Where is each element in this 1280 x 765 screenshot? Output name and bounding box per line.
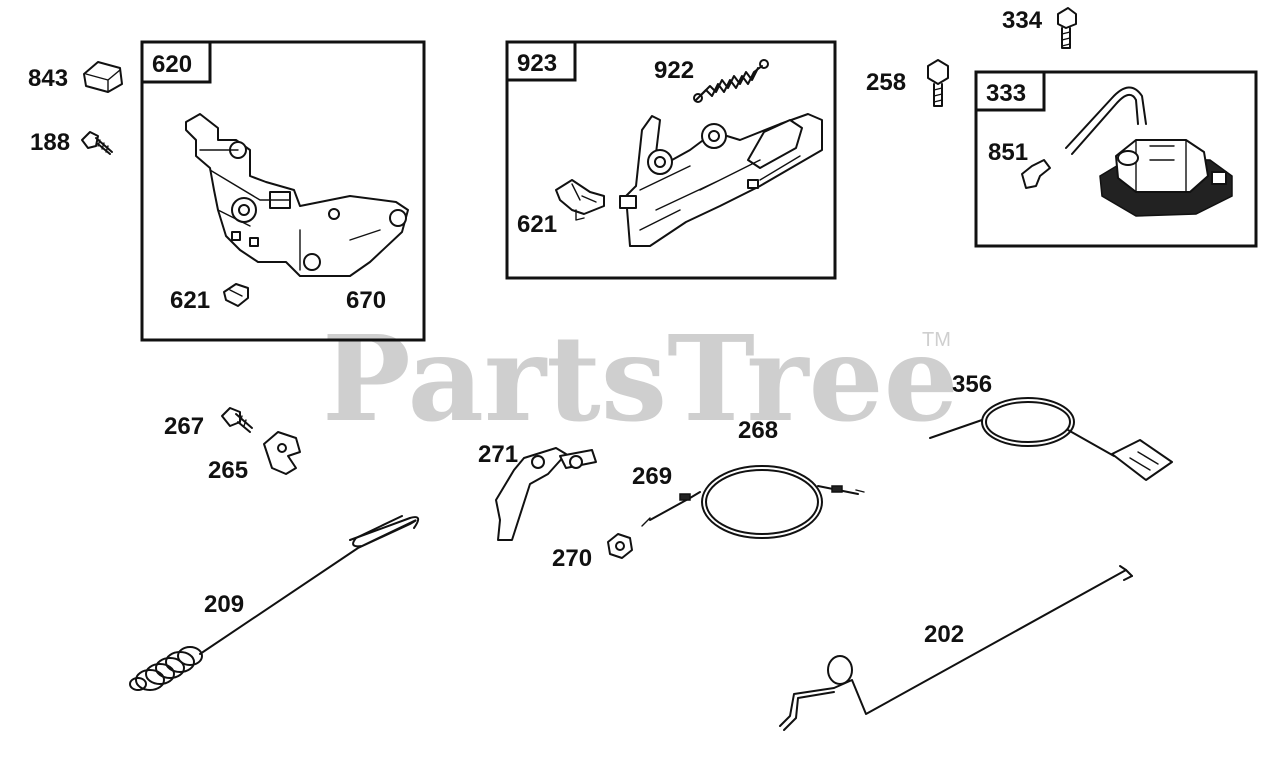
watermark-trademark: TM [922, 329, 951, 351]
governor-bracket-923[interactable] [619, 113, 823, 247]
governor-bracket-670[interactable] [185, 113, 409, 277]
bracket-265[interactable] [263, 431, 301, 475]
part-label-258: 258 [866, 69, 906, 96]
part-label-621-b: 621 [517, 211, 557, 238]
screw-334[interactable] [1057, 7, 1077, 49]
wire-356[interactable] [929, 397, 1173, 481]
clip-851[interactable] [1021, 159, 1051, 189]
clip-621-a[interactable] [223, 283, 249, 307]
spring-rod-209[interactable] [129, 515, 420, 691]
nut-270[interactable] [607, 533, 633, 559]
part-label-356: 356 [952, 371, 992, 398]
box-923[interactable]: 923 [505, 40, 837, 280]
lever-271[interactable] [495, 447, 597, 541]
part-label-621: 621 [170, 287, 210, 314]
part-label-334: 334 [1002, 7, 1043, 34]
spring-922[interactable] [693, 59, 769, 103]
bolt-258[interactable] [927, 59, 949, 107]
screw-267[interactable] [221, 407, 253, 433]
cable-268[interactable] [641, 465, 865, 539]
bushing-843[interactable] [83, 61, 123, 93]
box-620-label: 620 [152, 51, 192, 78]
box-923-label: 923 [517, 50, 557, 77]
part-label-268: 268 [738, 417, 778, 444]
part-label-269: 269 [632, 463, 672, 490]
part-label-843: 843 [28, 65, 68, 92]
part-label-267: 267 [164, 413, 204, 440]
part-label-202: 202 [924, 621, 964, 648]
part-label-271: 271 [478, 441, 518, 468]
ignition-coil[interactable] [1065, 86, 1233, 217]
part-label-270: 270 [552, 545, 592, 572]
screw-188[interactable] [81, 131, 113, 155]
part-label-188: 188 [30, 129, 70, 156]
watermark-text: PartsTree [322, 309, 959, 448]
box-333-label: 333 [986, 80, 1026, 107]
part-label-209: 209 [204, 591, 244, 618]
part-label-670: 670 [346, 287, 386, 314]
part-label-265: 265 [208, 457, 248, 484]
governor-rod-202[interactable] [779, 565, 1133, 731]
box-620[interactable]: 620 [140, 40, 426, 342]
part-label-851: 851 [988, 139, 1028, 166]
clip-621-b[interactable] [555, 179, 605, 221]
part-label-922: 922 [654, 57, 694, 84]
box-333[interactable]: 333 [974, 70, 1258, 248]
